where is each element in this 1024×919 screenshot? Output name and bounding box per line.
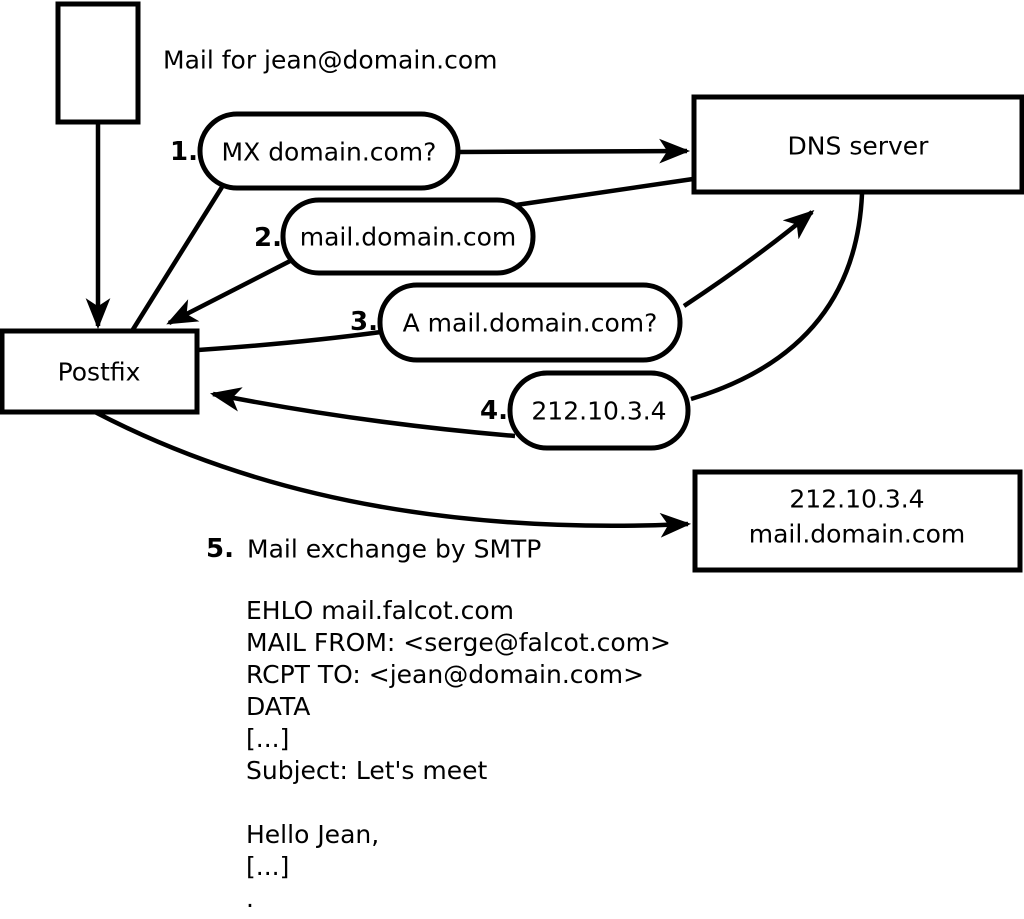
postfix-label: Postfix [58,358,141,387]
arrow-response4-to-postfix [209,387,516,439]
arrow-query3-to-dns [682,210,815,308]
arrow-query1-to-dns [457,138,691,164]
step-5-number: 5. [206,534,234,564]
step-5-label: Mail exchange by SMTP [247,535,541,564]
bubble-query-a [377,282,683,363]
bubble-response-a [507,370,691,451]
line-dns-to-response2 [515,176,694,208]
bubble-query-mx-label: MX domain.com? [222,138,437,167]
line-postfix-to-query3 [197,329,382,353]
bubble-query-mx [197,111,461,191]
mailserver-ip-label: 212.10.3.4 [789,485,924,514]
bubble-response-mx-label: mail.domain.com [300,223,516,252]
line-postfix-to-query1 [130,185,224,333]
bubble-response-mx [280,197,536,276]
mail-message-icon [55,1,141,125]
mail-note: Mail for jean@domain.com [163,46,498,75]
bubble-query-a-label: A mail.domain.com? [403,309,658,338]
step-2-number: 2. [254,223,282,253]
smtp-transcript: EHLO mail.falcot.com MAIL FROM: <serge@f… [246,596,671,913]
step-3-number: 3. [350,307,378,337]
step-4-number: 4. [480,396,508,426]
bubble-response-a-label: 212.10.3.4 [531,397,666,426]
dns-server-label: DNS server [788,132,930,161]
postfix-box [0,328,200,415]
mailserver-box [692,469,1023,573]
arrow-response2-to-postfix [166,256,296,326]
step-1-number: 1. [170,137,198,167]
line-dns-to-response4 [690,193,865,402]
dns-server-box [691,94,1024,195]
arrow-postfix-to-mailserver-smtp [93,410,692,538]
mailserver-host-label: mail.domain.com [749,520,965,549]
